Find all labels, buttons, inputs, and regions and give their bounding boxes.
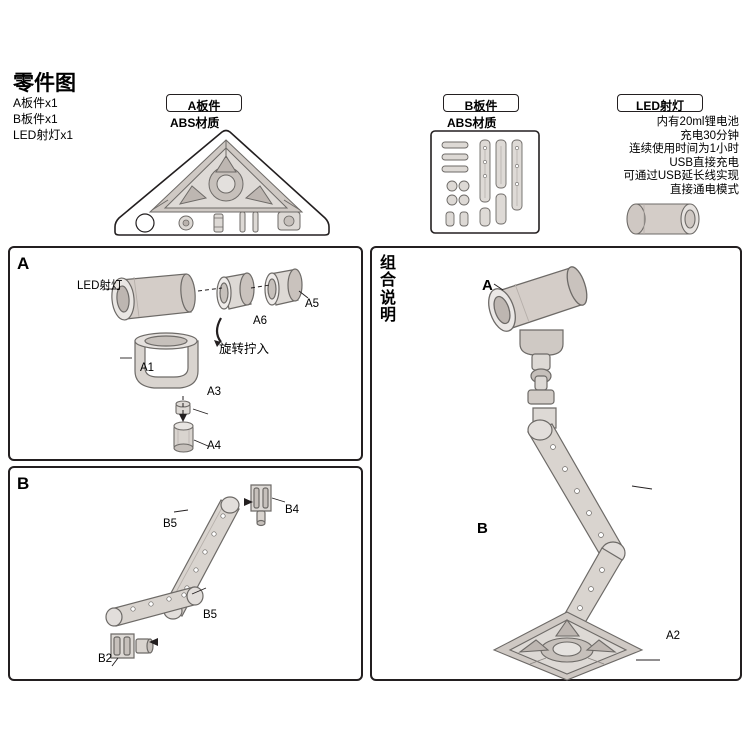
step-a-note: 旋转拧入 (219, 342, 270, 356)
led-spec-list: 内有20ml锂电池 充电30分钟 连续使用时间为1小时 USB直接充电 可通过U… (584, 116, 739, 197)
step-a-letter: A (17, 254, 30, 273)
page-title: 零件图 (13, 72, 76, 95)
callout-a1: A1 (140, 362, 155, 374)
sprue-b-label-box: B板件 (443, 94, 519, 113)
callout-a5: A5 (305, 298, 320, 310)
callout-b5-lower: B5 (203, 609, 218, 621)
callout-led-name: LED射灯 (77, 280, 123, 292)
assembly-callout-a: A (482, 277, 493, 294)
callout-b4: B4 (285, 504, 300, 516)
callout-b5-upper: B5 (163, 518, 178, 530)
sprue-a-label-box: A板件 (166, 94, 242, 113)
sprue-b-material: ABS材质 (447, 116, 497, 130)
sprue-a-material: ABS材质 (170, 116, 220, 130)
led-spec-1: 内有20ml锂电池 (656, 116, 739, 128)
callout-b2: B2 (98, 653, 113, 665)
led-label: LED射灯 (635, 99, 684, 113)
callout-a6: A6 (253, 315, 268, 327)
callout-a4: A4 (207, 440, 222, 452)
led-spec-3: 连续使用时间为1小时 (629, 143, 739, 156)
sprue-a-illustration (114, 129, 330, 236)
step-b-letter: B (17, 474, 30, 493)
parts-list-item-led: LED射灯x1 (13, 128, 74, 142)
sprue-b-illustration (430, 130, 540, 234)
sprue-a-label: A板件 (187, 99, 221, 113)
step-a-illustration (104, 268, 309, 453)
led-illustration (626, 203, 700, 235)
assembly-callout-a2: A2 (666, 630, 681, 642)
led-label-box: LED射灯 (617, 94, 703, 113)
assembly-callout-b: B (477, 520, 488, 537)
assembly-title-text: 组合说明 (379, 255, 396, 324)
parts-list-item-b: B板件x1 (13, 112, 58, 126)
led-spec-6: 直接通电模式 (670, 183, 739, 196)
led-spec-4: USB直接充电 (669, 156, 739, 169)
assembly-title: 组合说明 (377, 255, 399, 324)
sprue-b-label: B板件 (464, 99, 498, 113)
led-spec-2: 充电30分钟 (680, 129, 739, 142)
callout-a3: A3 (207, 386, 222, 398)
assembly-illustration (488, 266, 660, 681)
parts-list-item-a: A板件x1 (13, 96, 58, 110)
led-spec-5: 可通过USB延长线实现 (623, 170, 739, 183)
step-b-illustration (105, 484, 286, 667)
